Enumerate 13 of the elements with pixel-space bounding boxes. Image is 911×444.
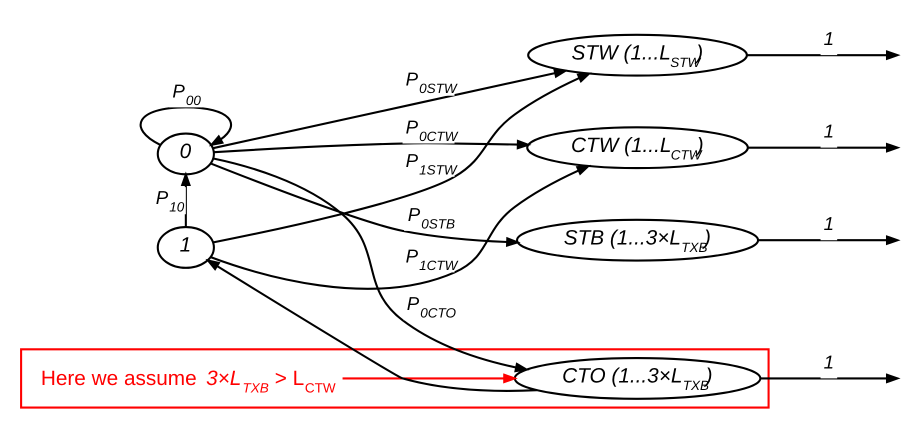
edge-label: P$_{10}$ [156, 187, 184, 215]
edge-label: P$_{0CTW}$ [406, 116, 458, 144]
edge-label: 1 [824, 213, 834, 234]
edge-label: P$_{0STB}$ [408, 204, 456, 232]
edge-label: P$_{1CTW}$ [406, 245, 458, 273]
edge-label: 1 [824, 28, 834, 50]
edge-label: P$_{0CTO}$ [406, 293, 456, 321]
edge-label: P$_{1STW}$ [406, 150, 457, 178]
edge-label: P$_{00}$ [172, 80, 201, 108]
node-text: Here we assume 3×L$_{TXB}$ > L$_{CTW}$ [40, 367, 336, 396]
edge-label: 1 [824, 351, 834, 372]
edge-label: 1 [824, 120, 834, 142]
edge-label: P$_{0STW}$ [406, 68, 457, 96]
